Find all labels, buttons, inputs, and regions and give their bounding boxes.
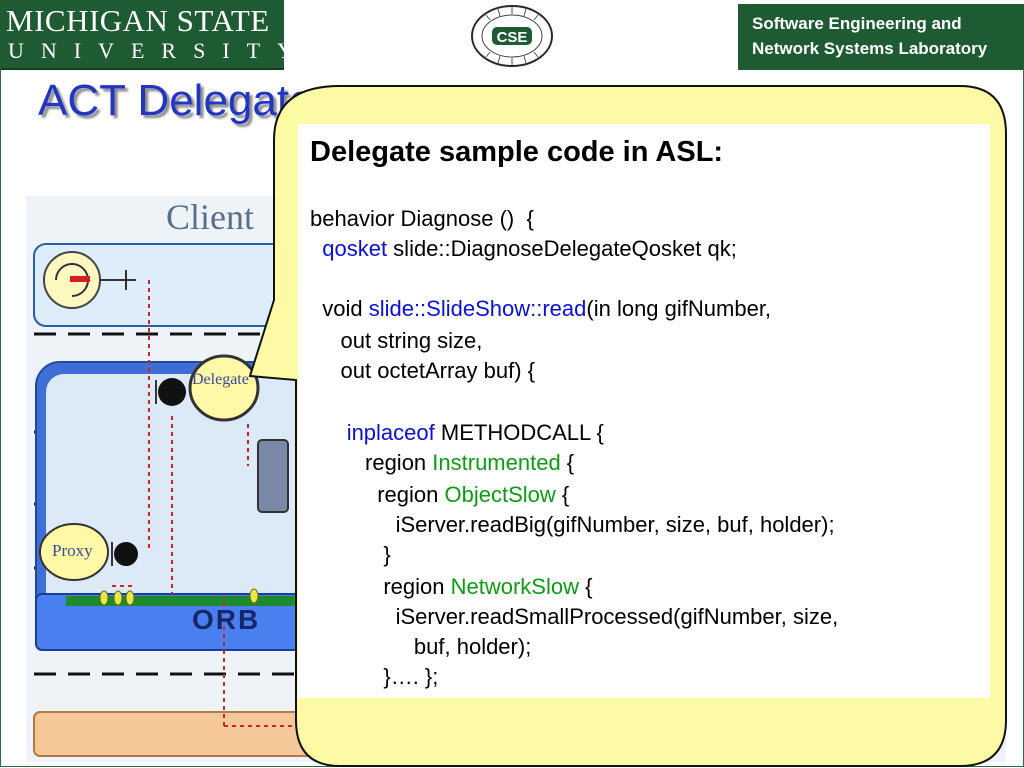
msu-logo-line1: MICHIGAN STATE: [6, 3, 270, 38]
code-heading: Delegate sample code in ASL:: [310, 136, 724, 168]
code-keyword: slide::SlideShow::read: [368, 296, 587, 321]
slide-title: ACT Delegate: [38, 76, 314, 125]
code-line: iServer.readBig(gifNumber, size, buf, ho…: [310, 512, 835, 537]
msu-logo-line2: UNIVERSITY: [8, 38, 310, 63]
msu-logo: MICHIGAN STATE UNIVERSITY: [0, 0, 293, 70]
code-keyword: inplaceof: [346, 420, 435, 445]
code-keyword: NetworkSlow: [450, 574, 579, 599]
code-keyword: ObjectSlow: [444, 482, 556, 507]
code-line: buf, holder);: [310, 634, 532, 659]
lab-banner: Software Engineering and Network Systems…: [738, 4, 1024, 70]
code-line: behavior Diagnose () {: [310, 206, 534, 231]
code-line: region Instrumented {: [310, 450, 575, 475]
code-line: iServer.readSmallProcessed(gifNumber, si…: [310, 604, 839, 629]
delegate-label: Delegate: [192, 371, 249, 388]
code-line: qosket slide::DiagnoseDelegateQosket qk;: [322, 236, 737, 261]
code-line: region NetworkSlow {: [310, 574, 593, 599]
code-sample-box: Delegate sample code in ASL: behavior Di…: [298, 124, 990, 698]
code-line: void slide::SlideShow::read(in long gifN…: [310, 296, 772, 321]
code-keyword: qosket: [322, 236, 388, 261]
slide-header: MICHIGAN STATE UNIVERSITY CSE Software E…: [0, 0, 1024, 70]
code-line: inplaceof METHODCALL {: [346, 420, 604, 445]
proxy-label: Proxy: [52, 541, 93, 560]
code-line: region ObjectSlow {: [310, 482, 570, 507]
code-line: }…. };: [310, 664, 439, 689]
cse-seal-logo: CSE: [466, 4, 558, 68]
lab-banner-line2: Network Systems Laboratory: [752, 39, 988, 58]
code-line: out octetArray buf) {: [310, 358, 535, 383]
lab-banner-line1: Software Engineering and: [752, 14, 962, 33]
cse-seal-text: CSE: [497, 29, 528, 46]
code-line: }: [310, 542, 391, 567]
client-label: Client: [166, 197, 254, 237]
code-keyword: Instrumented: [432, 450, 561, 475]
code-line: out string size,: [310, 328, 483, 353]
orb-label: ORB: [192, 604, 261, 635]
